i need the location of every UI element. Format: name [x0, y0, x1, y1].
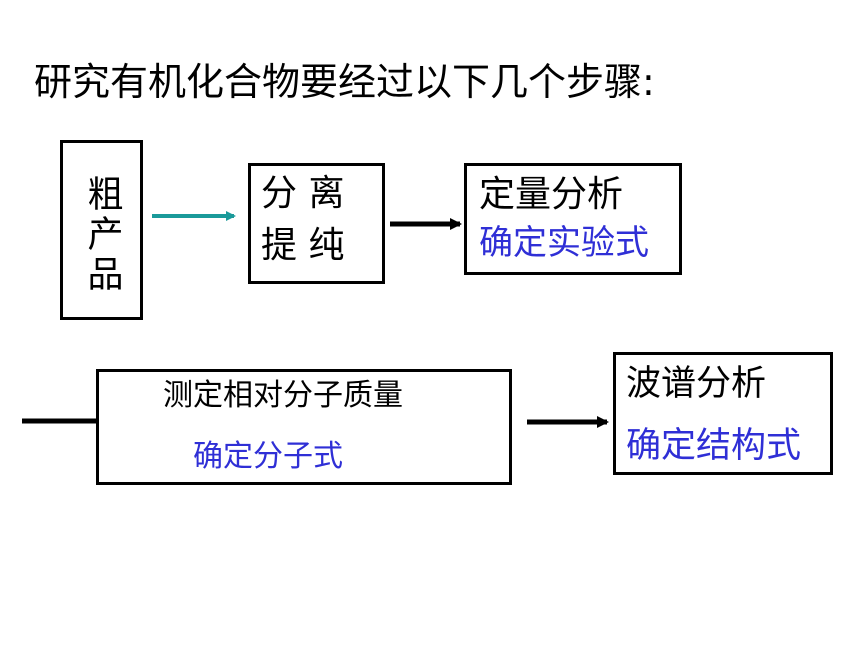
spectral-analysis-label: 波谱分析 — [626, 364, 767, 404]
quantitative-analysis-label: 定量分析 — [479, 174, 624, 215]
molecular-mass-box: 测定相对分子质量 确定分子式 — [96, 369, 512, 485]
crude-product-label: 粗产品 — [81, 175, 123, 295]
empirical-formula-result: 确定实验式 — [479, 223, 649, 263]
quantitative-analysis-box: 定量分析 确定实验式 — [464, 163, 682, 275]
separation-purification-box: 分 离 提 纯 — [248, 163, 385, 284]
separation-label-line2: 提 纯 — [261, 225, 345, 266]
spectral-analysis-box: 波谱分析 确定结构式 — [613, 352, 833, 475]
molecular-formula-result: 确定分子式 — [193, 439, 343, 474]
crude-product-box: 粗产品 — [60, 140, 143, 320]
structural-formula-result: 确定结构式 — [626, 426, 802, 466]
page-title: 研究有机化合物要经过以下几个步骤: — [34, 60, 655, 104]
separation-label-line1: 分 离 — [261, 173, 345, 214]
molecular-mass-label: 测定相对分子质量 — [163, 378, 403, 413]
